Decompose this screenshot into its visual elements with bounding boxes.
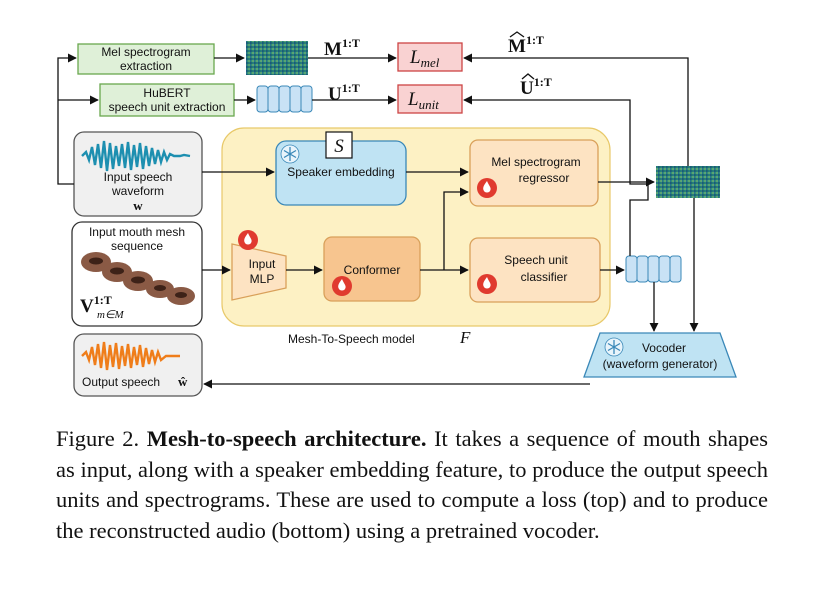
connections: [57, 53, 699, 389]
flame-icon: [332, 276, 352, 296]
flame-icon: [477, 178, 497, 198]
vocoder-label-2: (waveform generator): [603, 357, 718, 371]
unit-prediction-symbol: U1:T: [520, 75, 552, 99]
caption-text: It takes a sequence of mouth shapes as i…: [56, 426, 769, 543]
speaker-symbol-box: [325, 131, 353, 159]
spectrogram-icon: [656, 166, 720, 198]
hubert-label-2: speech unit extraction: [109, 100, 226, 114]
mel-prediction-symbol: M1:T: [508, 33, 544, 57]
mesh-symbol: V1:T: [80, 293, 112, 317]
output-speech-symbol: ŵ: [178, 374, 188, 389]
output-speech-label: Output speech: [82, 375, 160, 389]
conformer-label: Conformer: [344, 263, 401, 277]
snowflake-icon: [280, 144, 300, 164]
input-speech-label-1: Input speech: [104, 170, 173, 184]
spectrogram-icon: [246, 41, 308, 75]
caption-label: Figure 2.: [56, 426, 140, 451]
mel-regressor-label-2: regressor: [519, 171, 570, 185]
snowflake-icon: [604, 337, 624, 357]
model-symbol: F: [459, 328, 471, 347]
speaker-symbol: S: [334, 136, 344, 157]
input-speech-label-2: waveform: [111, 184, 164, 198]
vocoder-label-1: Vocoder: [642, 341, 686, 355]
waveform-icon: [81, 341, 180, 371]
flame-icon: [238, 230, 258, 250]
caption-title: Mesh-to-speech architecture.: [146, 426, 427, 451]
unit-classifier-label-2: classifier: [521, 270, 568, 284]
mel-extraction-label-2: extraction: [120, 59, 172, 73]
unit-tokens-icon: [625, 255, 682, 283]
mel-regressor-box: [469, 139, 599, 207]
hubert-label-1: HuBERT: [143, 86, 191, 100]
unit-target-symbol: U1:T: [328, 81, 360, 105]
mesh-subscript: m∈M: [97, 309, 125, 321]
figure-caption: Figure 2. Mesh-to-speech architecture. I…: [56, 424, 768, 546]
input-mesh-label-1: Input mouth mesh: [89, 225, 185, 239]
waveform-icon: [81, 140, 191, 172]
mel-extraction-label-1: Mel spectrogram: [101, 45, 190, 59]
mel-loss-label: Lmel: [409, 47, 440, 70]
mel-loss-box: [397, 42, 463, 72]
unit-loss-box: [397, 84, 463, 114]
mel-extraction-box: [77, 43, 215, 75]
input-mlp-label-1: Input: [249, 257, 276, 271]
input-speech-symbol: w: [133, 198, 143, 213]
mel-target-symbol: M1:T: [324, 36, 360, 60]
flame-icon: [477, 274, 497, 294]
input-mlp-box: [231, 243, 287, 301]
unit-classifier-label-1: Speech unit: [504, 253, 568, 267]
hubert-extraction-box: [99, 83, 235, 117]
architecture-diagram: Mel spectrogram extraction HuBERT speech…: [57, 31, 737, 397]
input-mesh-label-2: sequence: [111, 239, 163, 253]
model-label: Mesh-To-Speech model: [288, 332, 415, 346]
input-mlp-label-2: MLP: [250, 272, 275, 286]
unit-loss-label: Lunit: [407, 89, 439, 112]
speaker-embedding-label: Speaker embedding: [287, 165, 394, 179]
unit-tokens-icon: [256, 85, 313, 113]
mel-regressor-label-1: Mel spectrogram: [491, 155, 580, 169]
mesh-icon: [81, 252, 195, 305]
